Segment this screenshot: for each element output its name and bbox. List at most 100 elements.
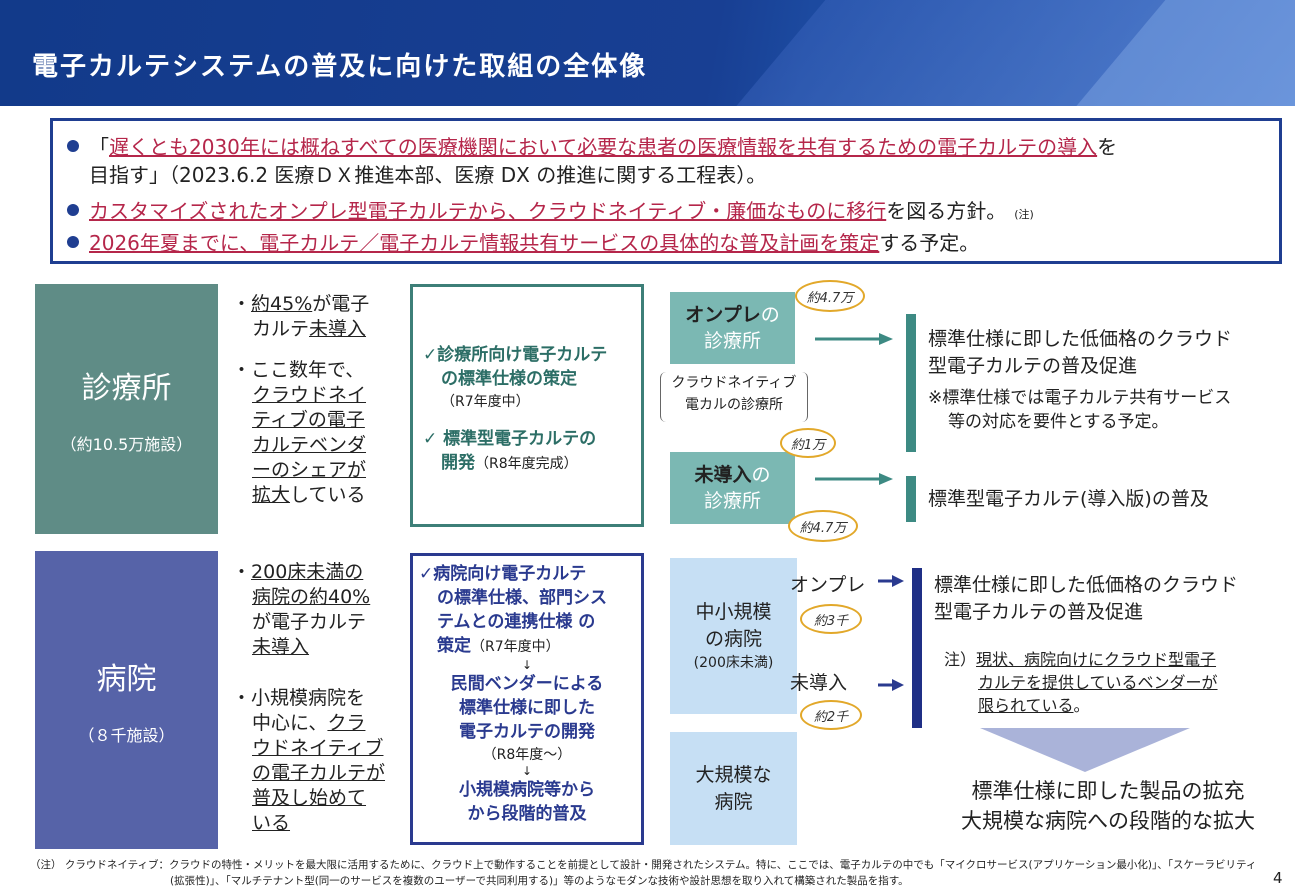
hospital-description-2: ・小規模病院を 中心に、クラ ウドネイティブ の電子カルテが 普及し始めて いる — [232, 686, 385, 836]
text: (200床未満) — [693, 655, 774, 671]
text: ウドネイティブ — [252, 737, 384, 759]
count-bubble: 約3千 — [800, 604, 862, 634]
down-arrow-icon: ↓ — [521, 658, 533, 672]
header-banner — [0, 0, 1295, 106]
text: ・ここ数年で、 — [232, 359, 365, 381]
onpre-clinic-box: オンプレの 診療所 — [670, 292, 795, 364]
bullet-dot — [67, 236, 79, 248]
footer-note-line-2: (拡張性)」、「マルチテナント型(同一のサービスを複数のユーザーで共同利用する)… — [170, 875, 909, 887]
text: ・小規模病院を — [232, 687, 366, 709]
small-hospital-box: 中小規模 の病院 (200床未満) — [670, 558, 797, 714]
text: 200床未満の — [251, 561, 364, 583]
text: 電カルの診療所 — [685, 397, 783, 413]
count-bubble: 約4.7万 — [788, 510, 858, 542]
text: 診療所 — [703, 330, 761, 352]
down-triangle-icon — [980, 728, 1190, 772]
text: の病院 — [704, 628, 762, 650]
arrow-icon — [815, 473, 893, 485]
hospital-count: （８千施設） — [78, 726, 175, 745]
text: カルテベンダ — [252, 434, 367, 456]
text: を — [1097, 135, 1118, 159]
hospital-policy-box: ✓病院向け電子カルテ の標準仕様、部門シス テムとの連携仕様 の 策定（R7年度… — [410, 553, 644, 845]
clinic-description-2: ・ここ数年で、 クラウドネイ ティブの電子 カルテベンダ ーのシェアが 拡大して… — [232, 358, 366, 508]
unintroduced-clinic-box: 未導入の 診療所 — [670, 452, 795, 524]
hospital-final: 標準仕様に即した製品の拡充 大規模な病院への段階的な拡大 — [938, 776, 1278, 836]
hospital-name: 病院 — [96, 662, 157, 697]
note-mark: (注) — [1014, 208, 1034, 221]
arrow-icon — [815, 333, 893, 345]
clinic-count: （約10.5万施設） — [60, 435, 193, 454]
result-bar — [912, 568, 922, 728]
text: 標準仕様に即した低価格のクラウド — [934, 574, 1239, 596]
clinic-policy-box: ✓診療所向け電子カルテ の標準仕様の策定 （R7年度中） ✓ 標準型電子カルテの… — [410, 284, 644, 527]
bullet-dot — [67, 204, 79, 216]
policy-text: 標準仕様に即した — [459, 698, 595, 718]
text: クラウドネイ — [252, 384, 367, 406]
highlight-text: カスタマイズされたオンプレ型電子カルテから、クラウドネイティブ・廉価なものに移行 — [89, 199, 887, 223]
down-arrow-icon: ↓ — [521, 764, 533, 778]
policy-text: から段階的普及 — [467, 804, 587, 824]
hospital-category: 病院 （８千施設） — [35, 551, 218, 849]
hospital-description-1: ・200床未満の 病院の約40% が電子カルテ 未導入 — [232, 560, 370, 660]
policy-text: の標準仕様、部門シス — [437, 588, 607, 608]
text: 診療所 — [703, 490, 761, 512]
text: 拡大 — [252, 484, 291, 506]
policy-date: （R7年度中） — [471, 639, 560, 655]
summary-bullet-1-cont: 目指す」（2023.6.2 医療ＤＸ推進本部、医療 DX の推進に関する工程表）… — [89, 163, 767, 187]
text: 限られている — [978, 696, 1074, 715]
text: 病院の約40% — [252, 586, 371, 608]
policy-date: （R8年度～） — [482, 747, 572, 763]
clinic-category: 診療所 （約10.5万施設） — [35, 284, 218, 534]
text: いる — [252, 812, 291, 834]
policy-text: ✓診療所向け電子カルテ — [423, 345, 608, 365]
text: クラウドネイティブ — [671, 375, 797, 391]
large-hospital-box: 大規模な 病院 — [670, 732, 797, 845]
count-bubble: 約4.7万 — [795, 280, 865, 312]
text: 大規模な — [695, 763, 772, 786]
count-bubble: 約1万 — [780, 428, 836, 458]
clinic-description-1: ・約45%が電子 カルテ未導入 — [232, 292, 369, 342]
text: 現状、病院向けにクラウド型電子 — [976, 650, 1217, 669]
text: 約45% — [251, 293, 313, 315]
text: 普及し始めて — [252, 787, 367, 809]
page-number: 4 — [1273, 869, 1283, 887]
text: クラ — [327, 712, 366, 734]
text: カルテを提供しているベンダーが — [978, 673, 1218, 692]
text: が電子 — [312, 293, 370, 315]
bullet-dot — [67, 140, 79, 152]
text: 中心に、 — [252, 712, 328, 734]
text: 標準仕様に即した製品の拡充 — [971, 779, 1245, 803]
policy-text: テムとの連携仕様 の — [437, 612, 596, 632]
footer-note-line-1: （注） クラウドネイティブ：クラウドの特性・メリットを最大限に活用するために、ク… — [30, 859, 1257, 871]
policy-text: の標準仕様の策定 — [441, 369, 577, 389]
text: を図る方針。 — [886, 199, 1007, 223]
text: 型電子カルテの普及促進 — [934, 601, 1144, 623]
text: ーのシェアが — [252, 459, 367, 481]
hospital-note: 注）現状、病院向けにクラウド型電子 カルテを提供しているベンダーが 限られている… — [944, 648, 1218, 717]
text: オンプレ — [685, 304, 761, 326]
text: 病院 — [714, 790, 753, 813]
page-title: 電子カルテシステムの普及に向けた取組の全体像 — [32, 52, 648, 82]
text: の — [751, 464, 771, 486]
text: ・ — [232, 293, 252, 315]
text: 未導入 — [309, 318, 367, 340]
highlight-text: 遅くとも2030年には概ねすべての医療機関において必要な患者の医療情報を共有する… — [109, 135, 1098, 159]
summary-box: 「遅くとも2030年には概ねすべての医療機関において必要な患者の医療情報を共有す… — [50, 118, 1282, 264]
text: の — [760, 304, 780, 326]
unintroduced-label: 未導入 — [790, 672, 848, 694]
text: 等の対応を要件とする予定。 — [948, 412, 1169, 432]
clinic-name: 診療所 — [81, 371, 172, 406]
text: 大規模な病院への段階的な拡大 — [961, 809, 1255, 833]
text: の電子カルテが — [252, 762, 386, 784]
text: 。 — [1073, 696, 1090, 715]
policy-text: 開発 — [441, 453, 475, 473]
policy-text: ✓病院向け電子カルテ — [419, 564, 587, 584]
policy-text: 民間ベンダーによる — [450, 674, 604, 694]
result-bar — [906, 476, 916, 522]
text: 未導入 — [694, 464, 752, 486]
cloud-clinic-label: クラウドネイティブ 電カルの診療所 — [660, 372, 808, 422]
policy-text: 策定 — [437, 636, 471, 656]
count-bubble: 約2千 — [800, 700, 862, 730]
text: 注） — [944, 650, 977, 669]
hospital-result: 標準仕様に即した低価格のクラウド 型電子カルテの普及促進 — [934, 572, 1238, 626]
